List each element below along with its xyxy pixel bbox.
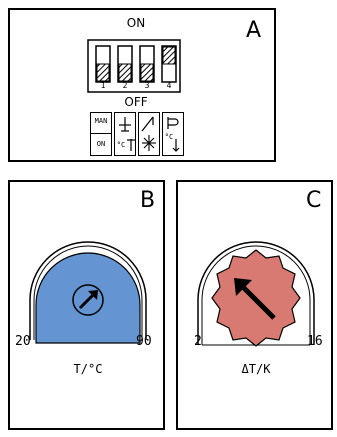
differential-unit-label: ΔT/K — [241, 362, 271, 376]
legend-temperature-probe: °C — [162, 112, 184, 156]
snowflake-switch-icon — [141, 116, 156, 151]
dip-switch-2-number: 2 — [122, 81, 128, 90]
dip-switch-4-number: 4 — [166, 81, 172, 90]
temperature-dial — [29, 241, 147, 344]
dip-switch-4[interactable] — [161, 45, 177, 83]
dip-switch-block — [87, 39, 181, 93]
dip-on-label: ON — [126, 16, 146, 30]
legend-man-label: MAN — [94, 117, 108, 125]
panel-c: C 2 16 ΔT/K — [176, 180, 333, 430]
panel-b: B 20 90 T/°C — [8, 180, 165, 430]
temperature-probe-icon — [167, 117, 180, 152]
legend-snowflake-switch — [138, 112, 160, 156]
panel-a-letter: A — [246, 18, 262, 43]
legend-on-label: ON — [96, 140, 106, 148]
differential-max-label: 16 — [307, 334, 323, 349]
legend-man-on: MAN ON — [90, 112, 112, 156]
temperature-drop-icon — [119, 117, 135, 151]
legend-celsius-label: °C — [116, 141, 126, 149]
differential-dial — [197, 241, 315, 347]
dip-off-label: OFF — [124, 95, 148, 109]
differential-min-label: 2 — [194, 334, 202, 349]
legend-temperature-drop: °C — [114, 112, 136, 156]
dip-switch-1[interactable] — [95, 45, 111, 83]
dial-arrow-icon — [234, 278, 276, 320]
panel-a: A ON 1 2 3 4 OFF MAN — [8, 8, 276, 162]
temperature-max-label: 90 — [136, 334, 152, 349]
temperature-min-label: 20 — [15, 334, 31, 349]
dip-switch-2[interactable] — [117, 45, 133, 83]
panel-b-letter: B — [140, 188, 156, 213]
legend-celsius-label-2: °C — [164, 133, 174, 141]
temperature-unit-label: T/°C — [73, 362, 103, 376]
dip-switch-1-number: 1 — [100, 81, 106, 90]
dial-arrow-icon — [78, 290, 98, 310]
dip-switch-3-number: 3 — [144, 81, 150, 90]
panel-c-letter: C — [306, 188, 322, 213]
dip-switch-3[interactable] — [139, 45, 155, 83]
